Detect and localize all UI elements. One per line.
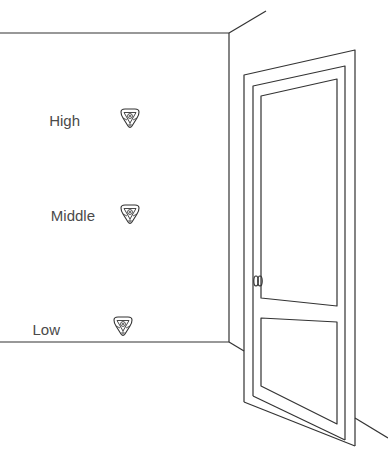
door-knob xyxy=(258,276,262,286)
door-bottom xyxy=(253,396,345,440)
height-label: Middle xyxy=(51,208,95,223)
door-frame xyxy=(244,50,355,446)
ceiling-line xyxy=(229,11,266,33)
height-label: High xyxy=(49,113,80,128)
floor-line xyxy=(229,342,244,351)
ceiling-line xyxy=(0,32,229,33)
sensor-icon xyxy=(121,205,139,224)
sensor-icon xyxy=(121,109,139,128)
door-panel xyxy=(261,79,337,306)
door-threshold xyxy=(244,402,355,446)
door-leaf xyxy=(253,66,345,440)
height-label: Low xyxy=(32,322,60,337)
floor-line xyxy=(0,341,229,342)
door-panel xyxy=(261,318,337,424)
floor-line xyxy=(355,418,388,438)
wall-corner xyxy=(228,33,229,342)
sensor-icon xyxy=(114,317,132,336)
